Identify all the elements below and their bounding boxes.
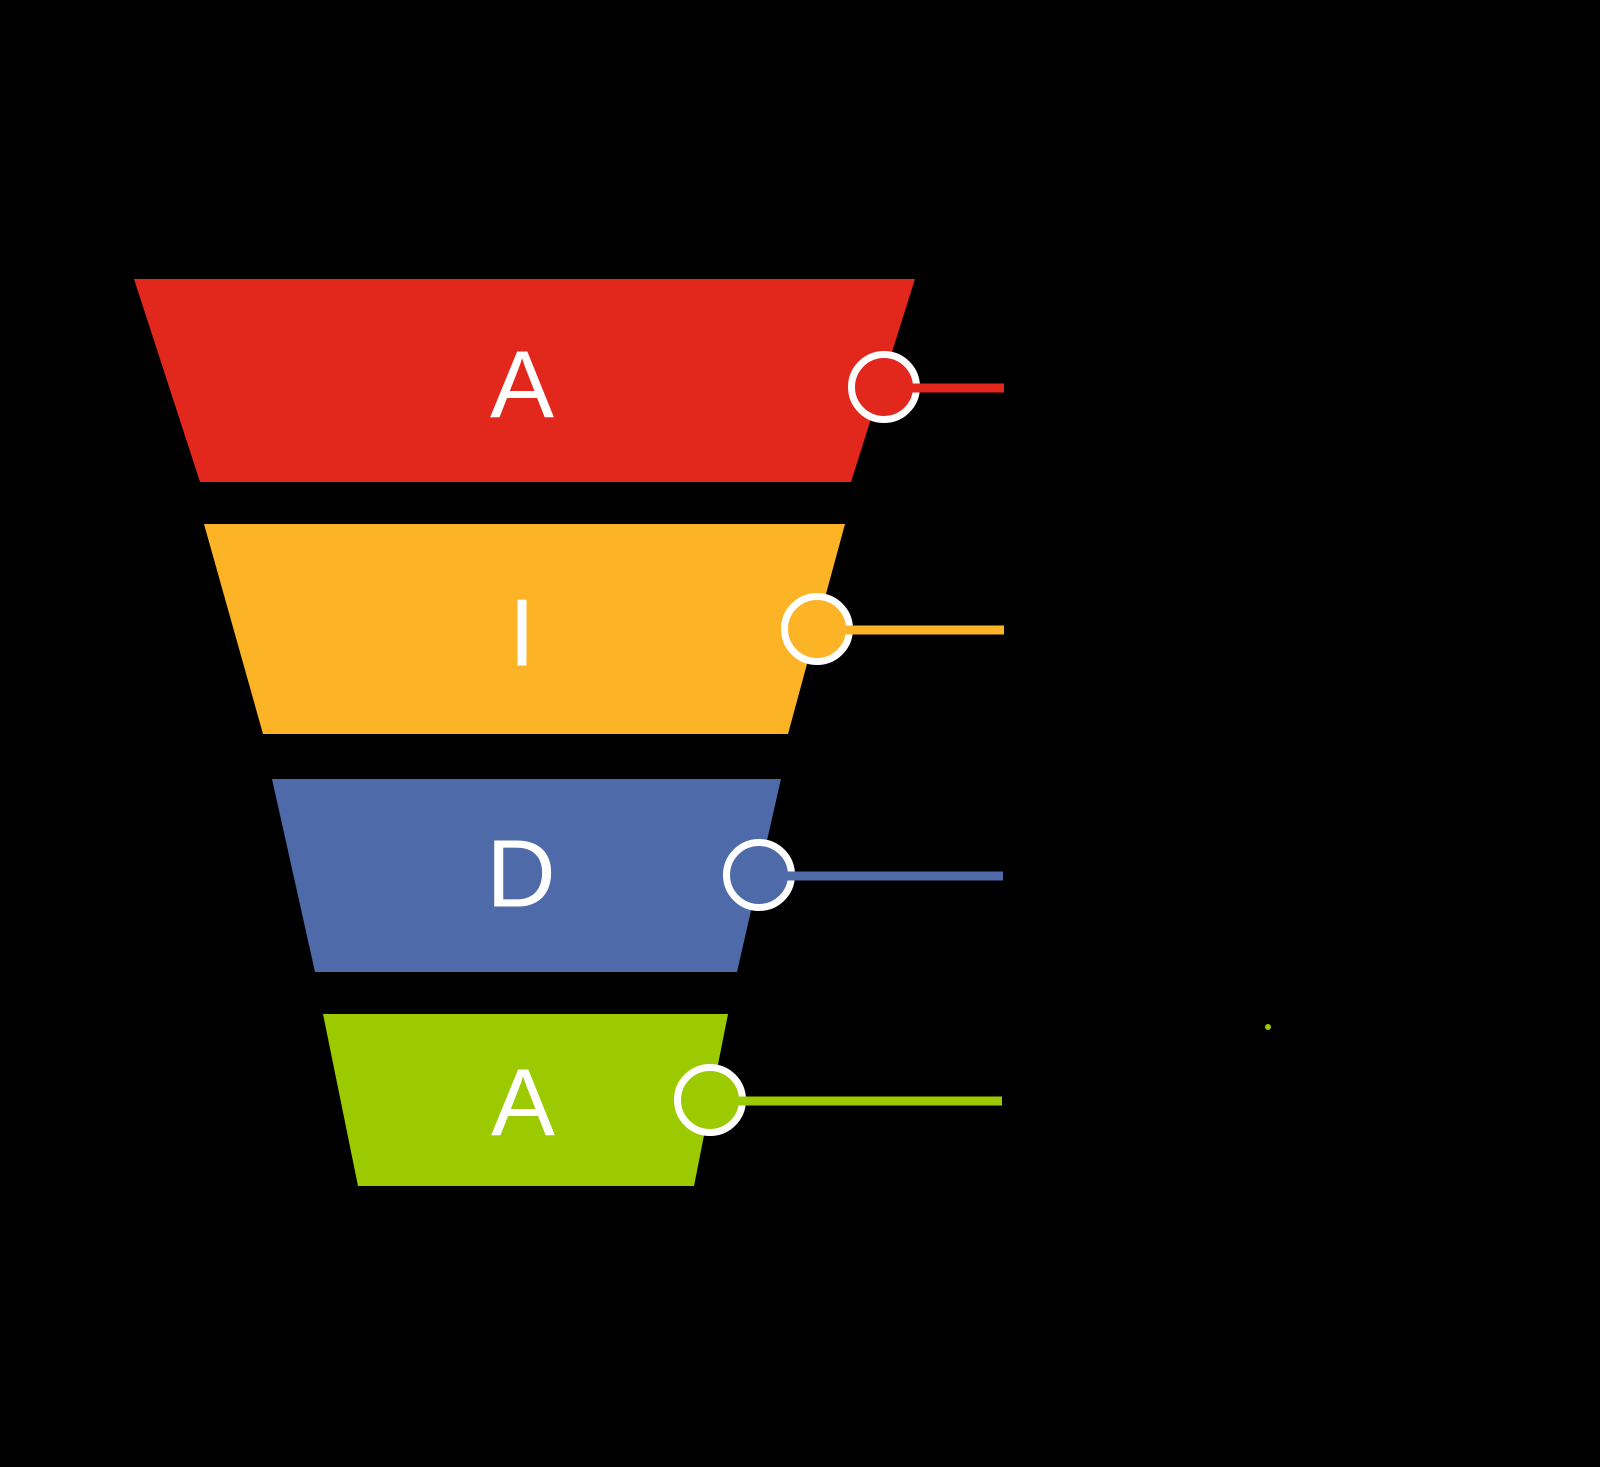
- funnel-stage-desire: D: [272, 779, 1003, 972]
- funnel-stage-desire-shape: [272, 779, 781, 972]
- decorative-dot: [1265, 1024, 1271, 1030]
- stage-letter-desire: D: [486, 821, 555, 928]
- funnel-stage-action: A: [323, 1014, 1002, 1186]
- funnel-stage-awareness-shape: [134, 279, 915, 482]
- funnel-stage-awareness: A: [134, 279, 1004, 482]
- stage-letter-awareness: A: [490, 332, 554, 439]
- stage-letter-action: A: [491, 1050, 555, 1157]
- funnel-stage-action-shape: [323, 1014, 728, 1186]
- funnel-stage-interest: I: [204, 524, 1004, 734]
- stage-letter-interest: I: [509, 580, 536, 687]
- funnel-stage-interest-shape: [204, 524, 845, 734]
